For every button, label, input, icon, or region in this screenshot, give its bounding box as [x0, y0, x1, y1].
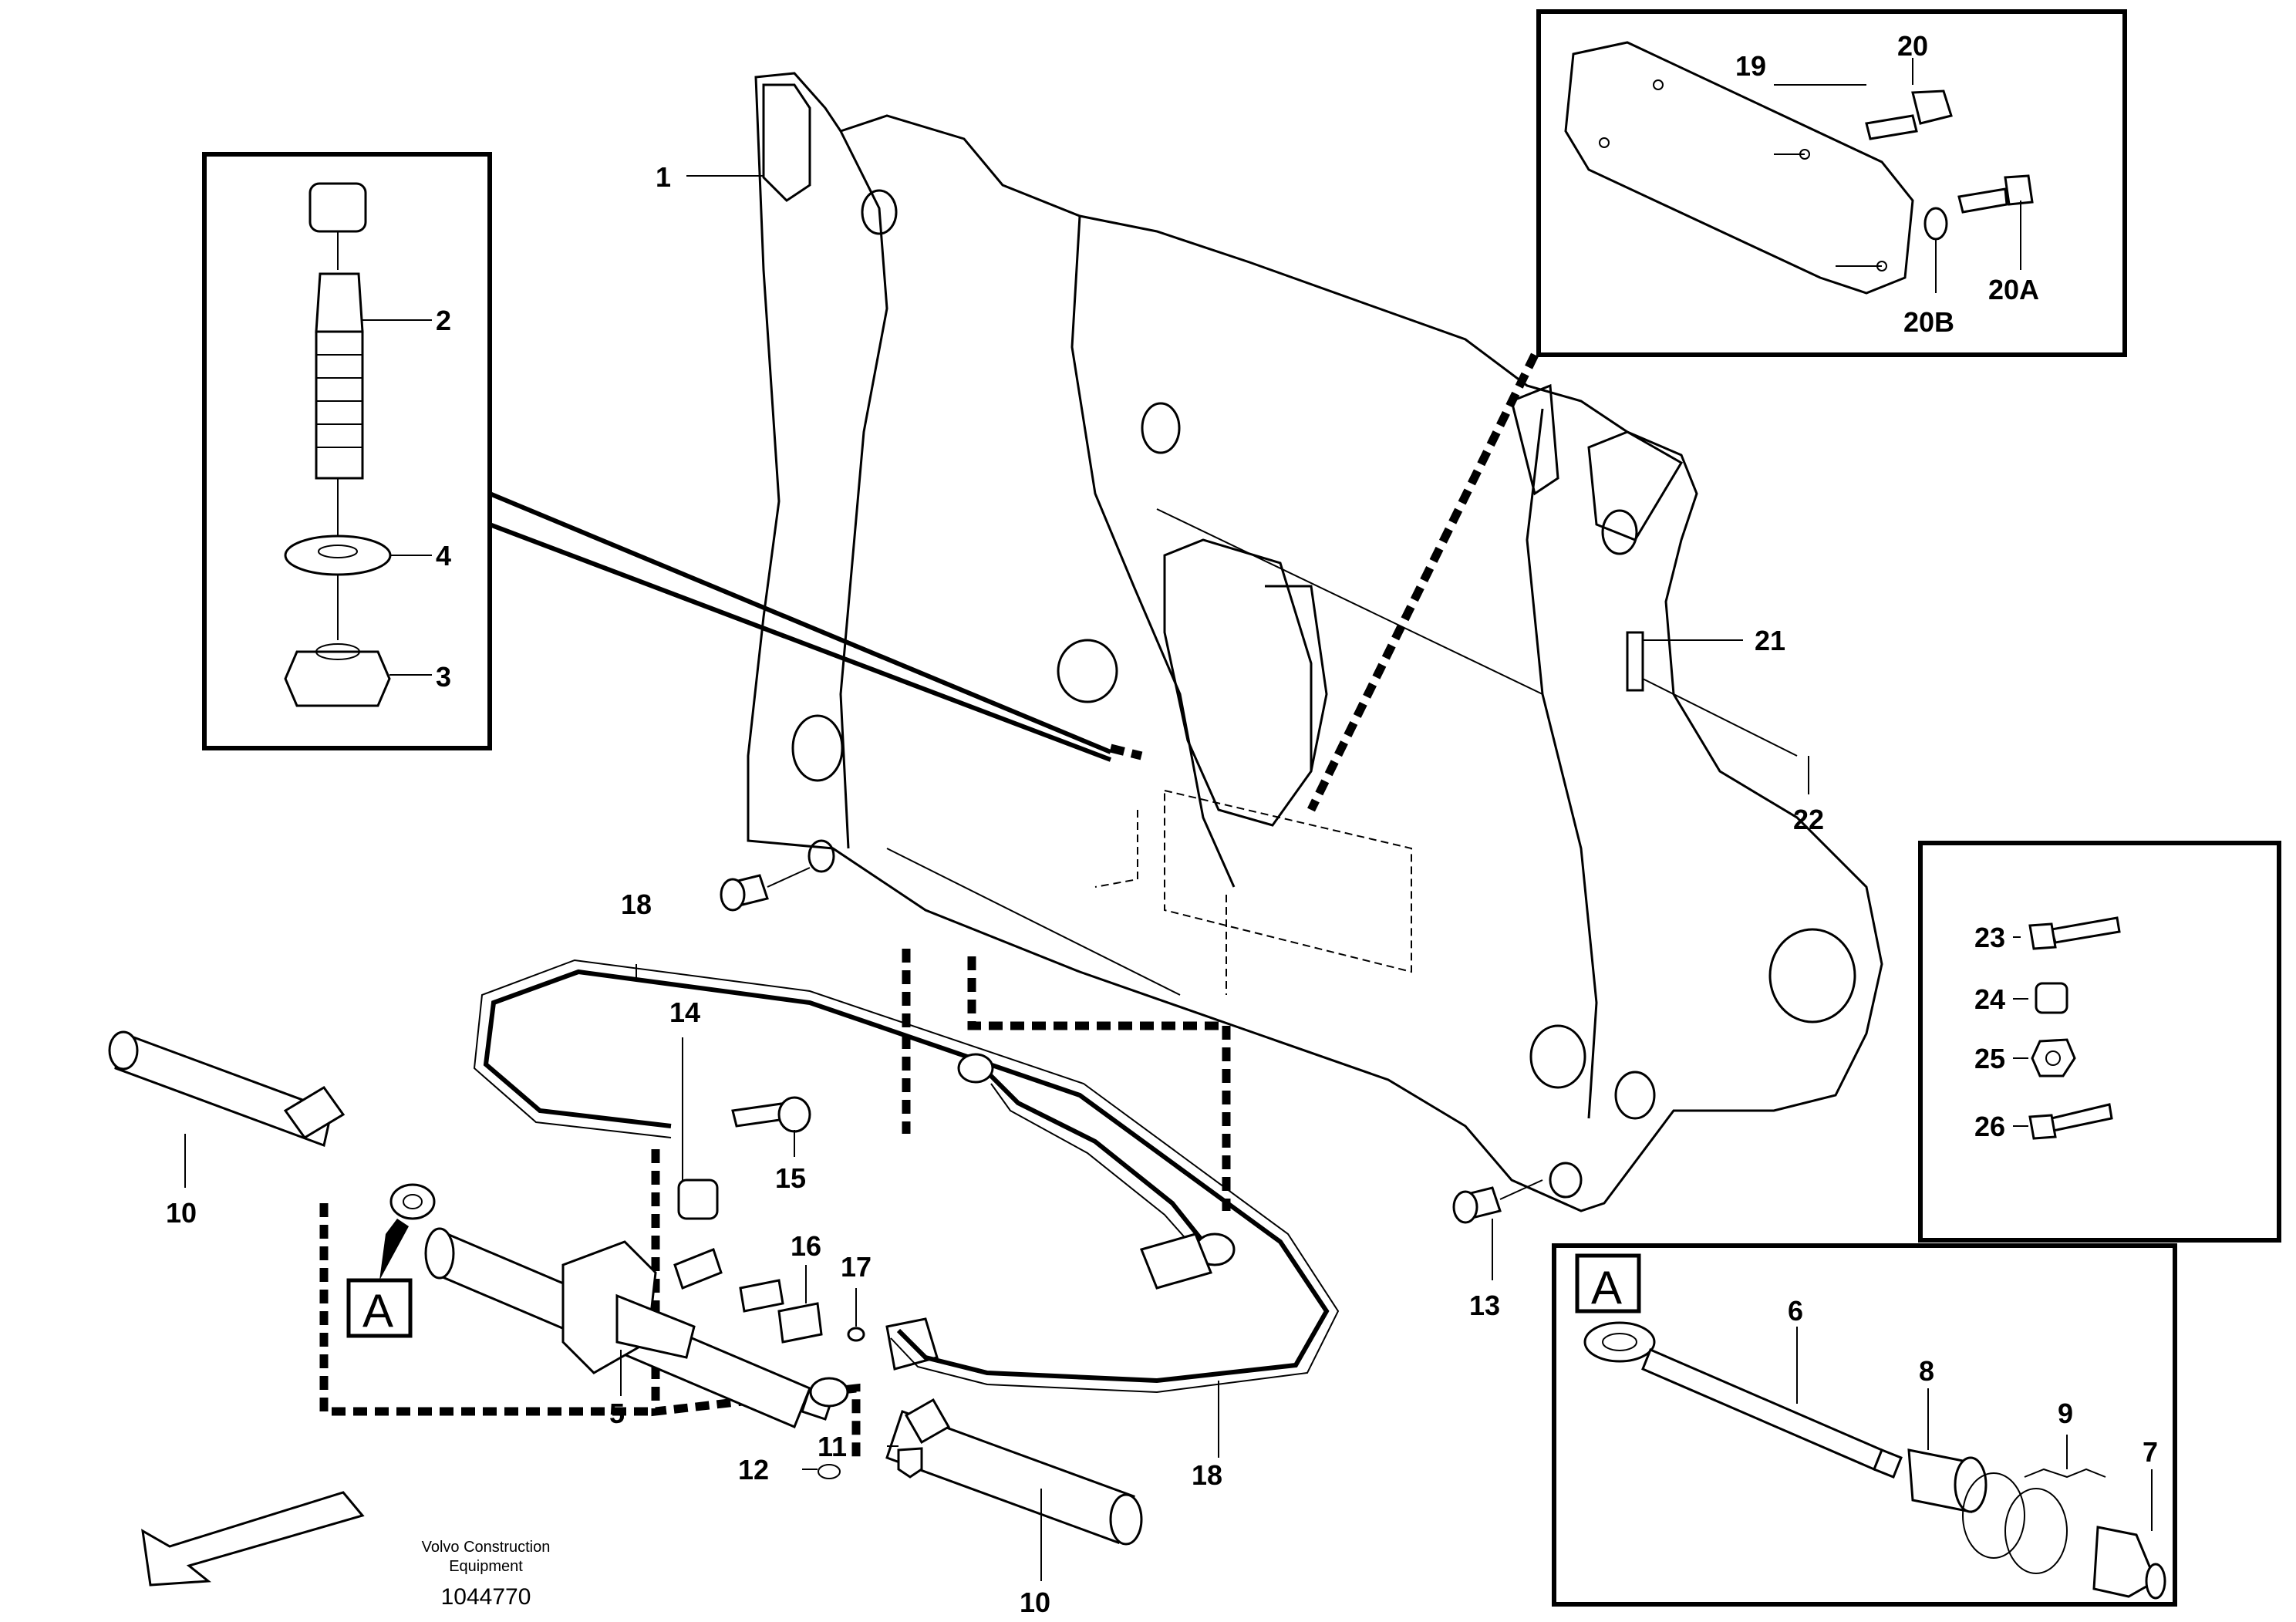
- leader-dashed-top: [1307, 352, 1539, 812]
- callout-10-right: 10: [1020, 1587, 1050, 1618]
- callout-leaders: [184, 175, 2028, 1581]
- leader-dashed-A: [319, 1203, 656, 1416]
- fitting-hose-left: [673, 1248, 723, 1290]
- callout-21: 21: [1755, 625, 1785, 656]
- callout-25: 25: [1974, 1043, 2005, 1074]
- callout-20B: 20B: [1903, 306, 1954, 338]
- footer-company-line1: Volvo Construction: [422, 1539, 551, 1556]
- callout-10-left: 10: [166, 1197, 197, 1229]
- callout-16: 16: [791, 1230, 821, 1262]
- leader-dashed-short: [1109, 744, 1143, 760]
- leader-box2-lower: [488, 522, 1112, 762]
- spacer-14: [677, 1179, 719, 1220]
- callout-20: 20: [1897, 30, 1928, 62]
- detail-box-A: A: [1552, 1243, 2177, 1607]
- pin-10-right: [885, 1410, 1135, 1544]
- oring-17: [847, 1327, 865, 1342]
- stud-head: [315, 272, 364, 333]
- hoses: [473, 959, 1340, 1394]
- bolt-26: [2028, 1114, 2057, 1140]
- callout-24: 24: [1974, 983, 2005, 1015]
- callout-8: 8: [1919, 1355, 1934, 1387]
- washer-part-12: [809, 1377, 849, 1408]
- spacer-24: [2035, 982, 2068, 1014]
- bolt-23: [2028, 922, 2057, 950]
- detail-A-tag-text: A: [1591, 1262, 1622, 1313]
- fitting-upper-16: [739, 1279, 784, 1313]
- callout-3: 3: [436, 661, 451, 693]
- cover-plate: [1564, 41, 1914, 295]
- detail-A-tag: [1575, 1253, 1641, 1313]
- direction-arrow: [141, 1491, 365, 1587]
- callout-13: 13: [1469, 1290, 1500, 1321]
- oring-12: [818, 1464, 841, 1479]
- callout-5: 5: [609, 1398, 625, 1429]
- decal-21: [1626, 631, 1644, 692]
- attachment-frame: [747, 72, 1883, 1212]
- callout-26: 26: [1974, 1111, 2005, 1142]
- callout-4: 4: [436, 540, 451, 572]
- callout-23: 23: [1974, 922, 2005, 953]
- cylinder-assembly: [108, 1030, 1143, 1546]
- callout-15: 15: [775, 1162, 806, 1194]
- callout-19: 19: [1735, 50, 1766, 82]
- callout-labels: 1 2 3 4 5 6 7 8 9 10 10 11 12 13 14 15 1…: [166, 30, 2158, 1618]
- plug-11: [897, 1447, 923, 1479]
- footer-company-line2: Equipment: [449, 1558, 523, 1575]
- nut-25: [2031, 1038, 2076, 1077]
- plug-frame-left: [720, 867, 811, 912]
- callout-18-bottom: 18: [1192, 1459, 1222, 1491]
- callout-6: 6: [1788, 1295, 1803, 1327]
- callout-9: 9: [2058, 1398, 2073, 1429]
- eye-rod-6: [1583, 1321, 1656, 1363]
- screw-20: [1865, 114, 1918, 140]
- detail-A-arrow: [379, 1219, 409, 1280]
- callout-2: 2: [436, 305, 451, 336]
- detail-box-fasteners: [1918, 841, 2281, 1243]
- callout-14: 14: [669, 996, 700, 1028]
- oring-9b: [2004, 1488, 2068, 1574]
- footer: Volvo Construction Equipment 1044770: [422, 1539, 551, 1610]
- callout-11: 11: [818, 1431, 847, 1462]
- callout-20A: 20A: [1988, 274, 2039, 305]
- elbow-16: [777, 1302, 823, 1344]
- detail-box-pin: [202, 152, 492, 750]
- washer-part: [284, 534, 392, 576]
- hose-nut-top: [957, 1053, 994, 1084]
- screw-20A: [1957, 187, 2008, 214]
- detail-A-marker-text: A: [362, 1285, 393, 1337]
- detail-box-cover: [1536, 9, 2127, 357]
- callout-1: 1: [656, 161, 671, 193]
- cylinder-eye: [389, 1183, 436, 1220]
- callout-18-top: 18: [621, 889, 652, 920]
- washer-20B: [1923, 207, 1948, 241]
- callout-17: 17: [841, 1251, 872, 1283]
- fitting-7: [2092, 1526, 2157, 1598]
- leader-dashed-18-right: [967, 956, 1231, 1211]
- callout-22: 22: [1793, 804, 1824, 835]
- oring-9a: [1962, 1472, 2025, 1559]
- drawing-number: 1044770: [441, 1584, 531, 1610]
- leader-box2-upper: [488, 491, 1112, 754]
- callout-12: 12: [738, 1454, 769, 1485]
- plug-13: [1452, 1179, 1543, 1224]
- nut-part: [284, 650, 391, 707]
- callout-7: 7: [2143, 1436, 2158, 1468]
- cap-part: [308, 182, 367, 233]
